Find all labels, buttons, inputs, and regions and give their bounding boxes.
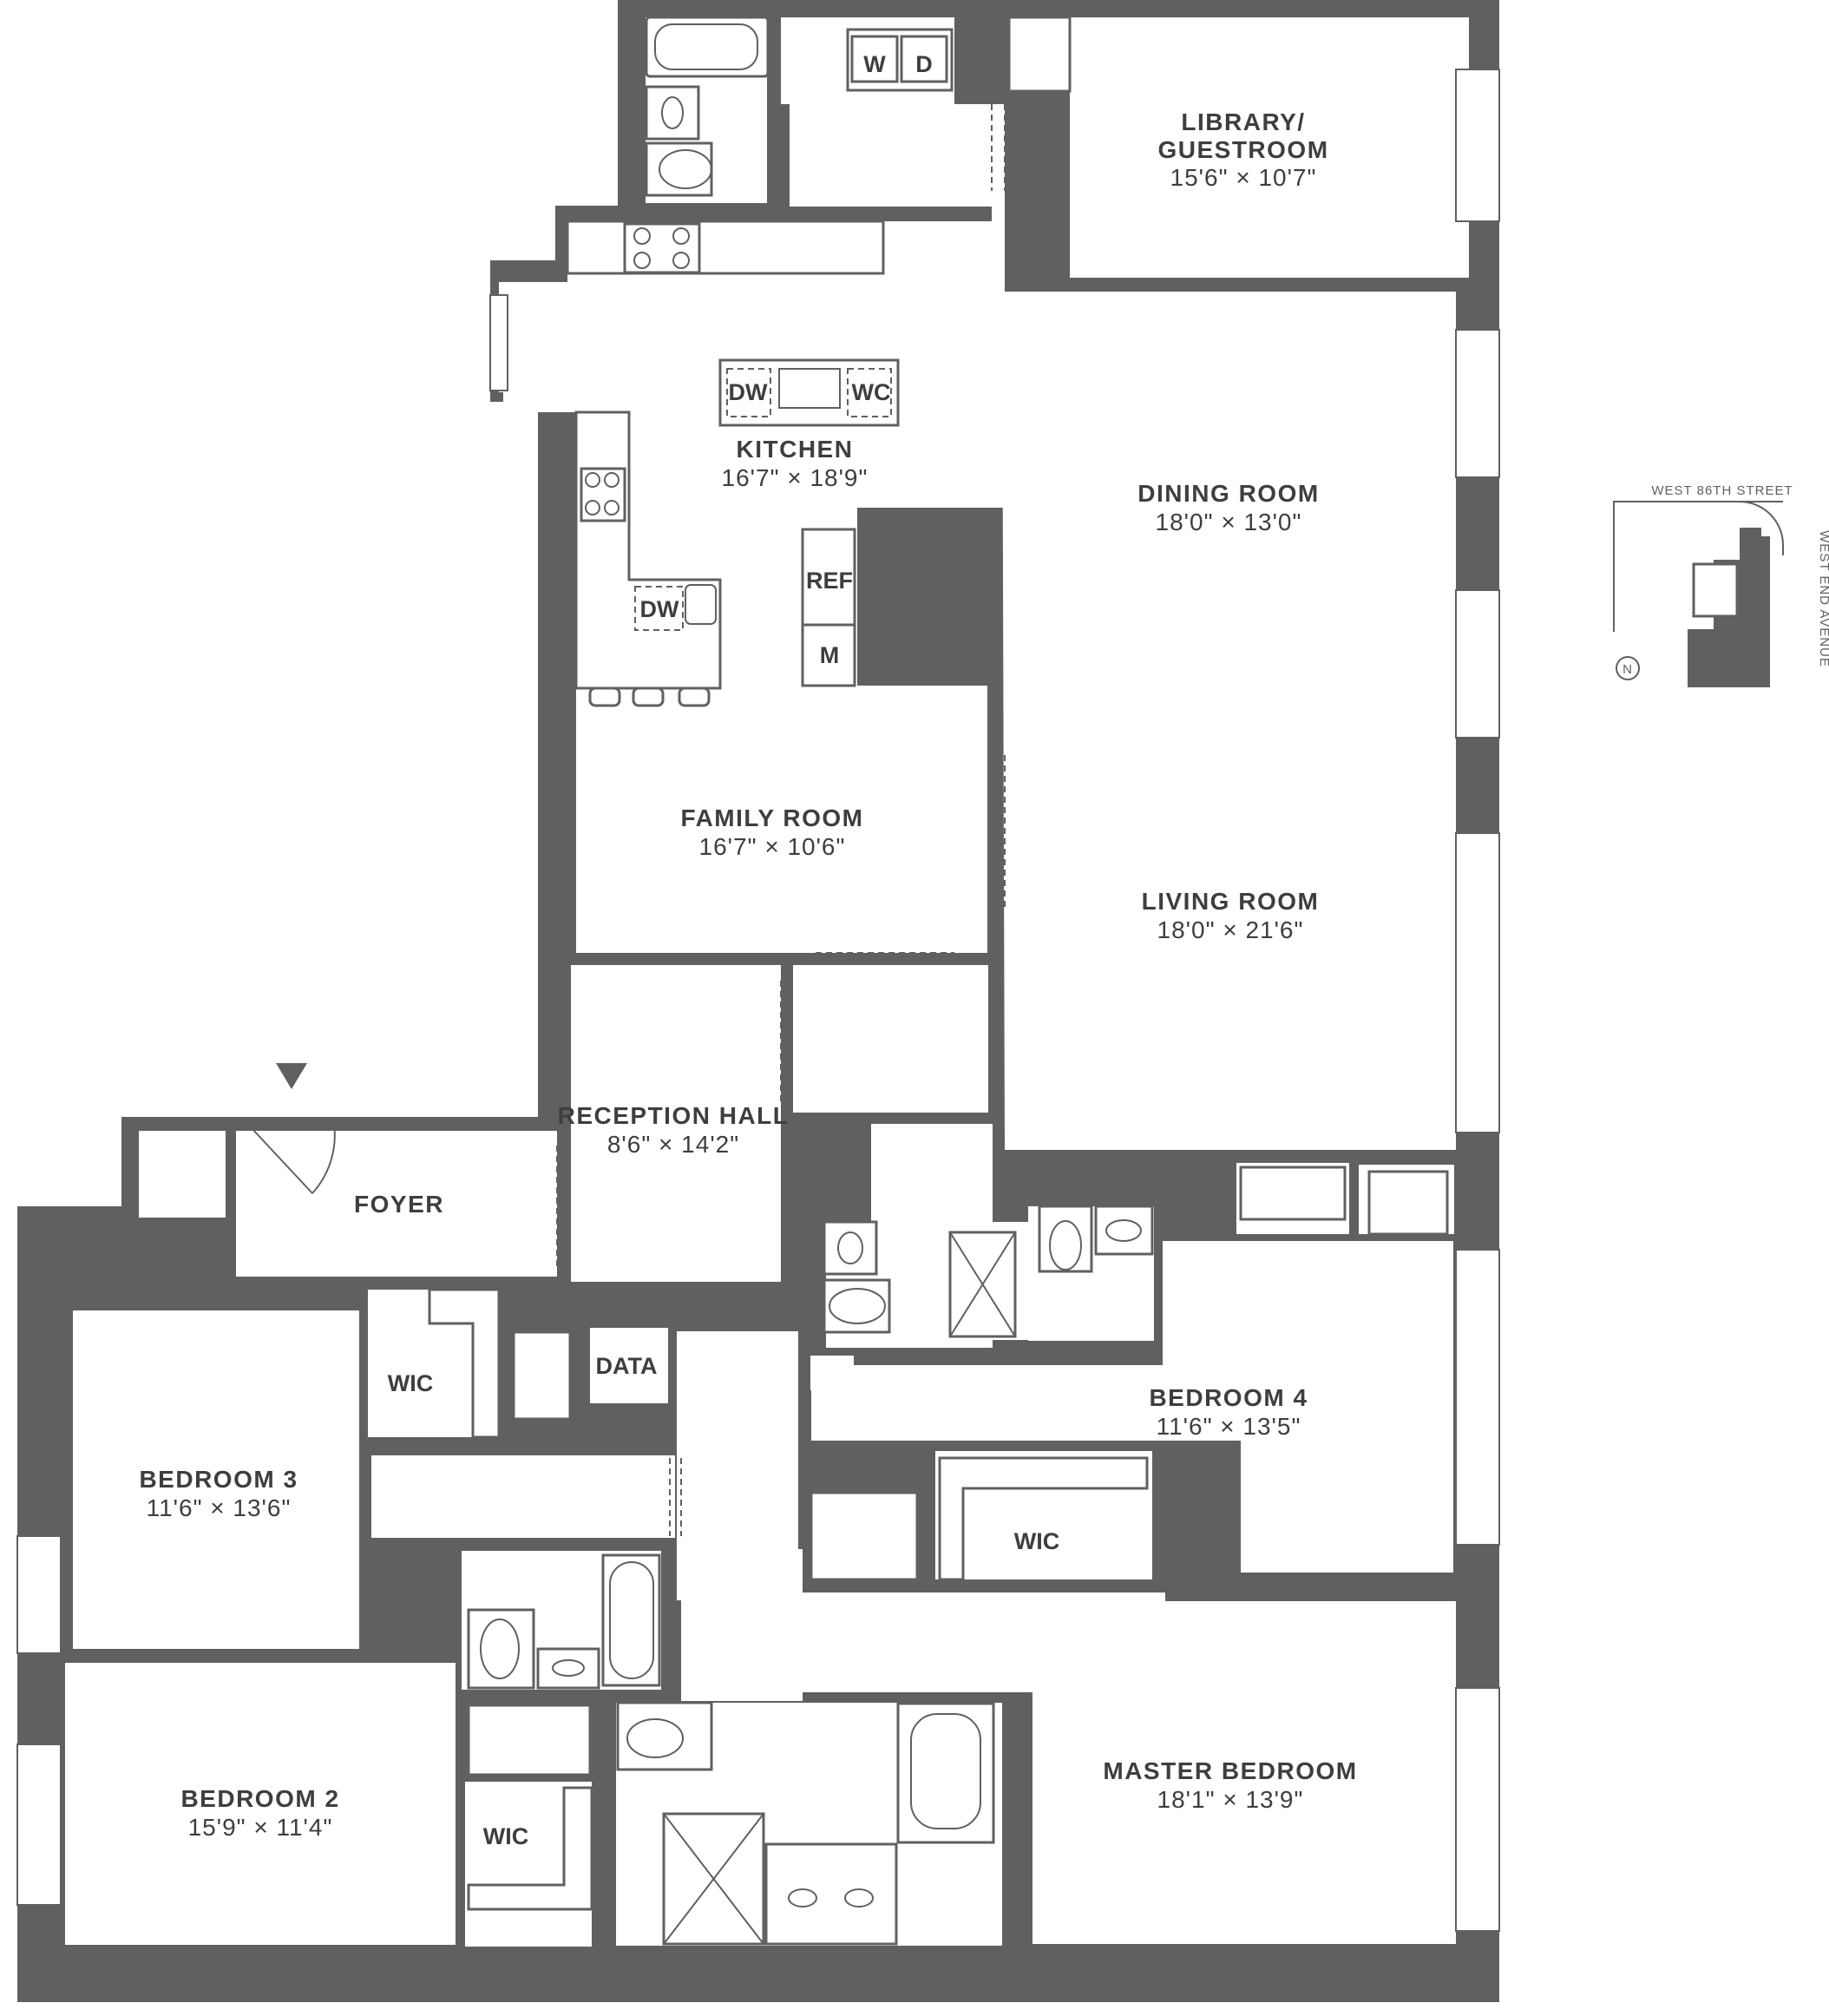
dining-name: DINING ROOM (1137, 480, 1319, 507)
north-label: N (1622, 662, 1633, 677)
reception-name: RECEPTION HALL (558, 1102, 790, 1129)
dishwasher-tag: DW (729, 379, 768, 405)
fixtures (428, 16, 1449, 1946)
family-dims: 16'7" × 10'6" (699, 833, 846, 860)
key-avenue-label: WEST END AVENUE (1817, 530, 1829, 667)
room-labels: LIBRARY/ GUESTROOM 15'6" × 10'7" KITCHEN… (139, 108, 1357, 1841)
microwave-tag: M (820, 642, 840, 668)
dishwasher-tag-2: DW (640, 596, 679, 622)
reception-dims: 8'6" × 14'2" (607, 1131, 739, 1158)
entry-door (251, 1063, 336, 1194)
kitchen-dims: 16'7" × 18'9" (722, 464, 869, 491)
living-dims: 18'0" × 21'6" (1157, 916, 1304, 943)
washer-tag: W (863, 51, 886, 77)
wine-cooler-tag: WC (852, 379, 891, 405)
key-street-label: WEST 86TH STREET (1651, 483, 1793, 498)
key-plan: WEST 86TH STREET WEST END AVENUE N (1613, 483, 1829, 687)
library-name-2: GUESTROOM (1157, 136, 1328, 163)
wic-tag-bed2: WIC (483, 1823, 528, 1849)
library-dims: 15'6" × 10'7" (1170, 164, 1317, 191)
bedroom2-dims: 15'9" × 11'4" (188, 1814, 333, 1841)
kitchen-name: KITCHEN (737, 436, 854, 463)
bedroom3-dims: 11'6" × 13'6" (147, 1494, 292, 1521)
wic-tag-bed3: WIC (388, 1370, 433, 1396)
library-name-1: LIBRARY/ (1181, 108, 1305, 135)
openings (556, 104, 1006, 1536)
windows (16, 69, 1500, 1932)
fixture-tags: W D DW WC DW REF M DATA WIC WIC WIC (388, 51, 1059, 1849)
dryer-tag: D (915, 51, 933, 77)
wic-tag-bed4: WIC (1014, 1528, 1059, 1554)
bedroom4-dims: 11'6" × 13'5" (1157, 1413, 1301, 1440)
bedroom2-name: BEDROOM 2 (180, 1785, 339, 1812)
dining-dims: 18'0" × 13'0" (1156, 509, 1302, 535)
refrigerator-tag: REF (806, 568, 853, 594)
master-name: MASTER BEDROOM (1103, 1757, 1357, 1784)
foyer-name: FOYER (354, 1191, 444, 1218)
bedroom4-name: BEDROOM 4 (1149, 1384, 1308, 1411)
living-name: LIVING ROOM (1142, 888, 1320, 915)
family-name: FAMILY ROOM (681, 804, 864, 831)
master-dims: 18'1" × 13'9" (1157, 1786, 1304, 1813)
data-tag: DATA (596, 1353, 658, 1379)
bedroom3-name: BEDROOM 3 (139, 1466, 298, 1493)
north-arrow-icon (1616, 656, 1640, 680)
